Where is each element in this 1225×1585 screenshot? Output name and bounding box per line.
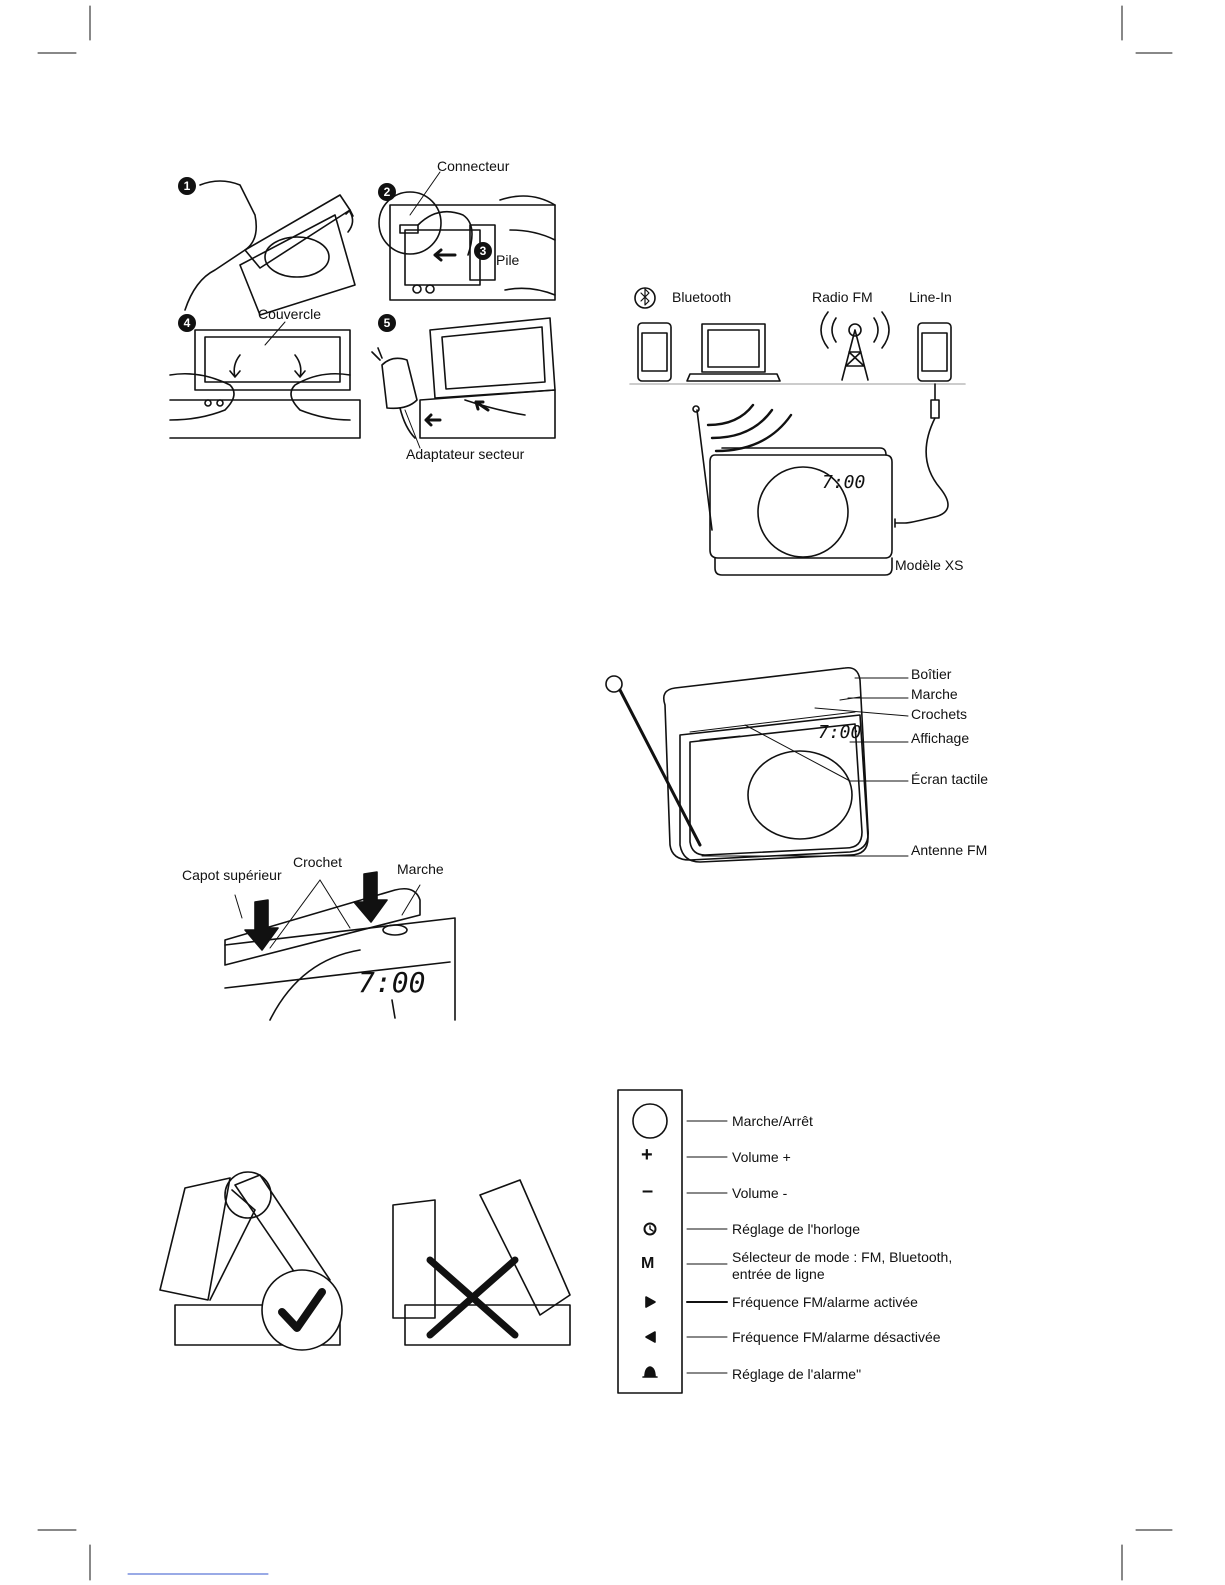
step4-drawing — [169, 329, 361, 439]
label-display: Affichage — [911, 730, 970, 746]
step-number-3: 3 — [474, 242, 492, 260]
label-touchscreen: Écran tactile — [911, 771, 989, 787]
label-line-in: Line-In — [909, 289, 952, 305]
label-top-power: Marche — [397, 861, 444, 877]
control-strip-drawing — [617, 1089, 728, 1394]
control-label-clock: Réglage de l'horloge — [732, 1221, 860, 1237]
topcover-drawing — [224, 871, 456, 1021]
label-adapter: Adaptateur secteur — [406, 446, 525, 462]
play-icon — [645, 1296, 656, 1308]
back-icon — [645, 1331, 656, 1343]
volume-down-symbol: – — [642, 1180, 654, 1202]
label-cover: Couvercle — [258, 306, 322, 322]
control-label-volume-up: Volume + — [732, 1149, 791, 1165]
step-number-2: 2 — [378, 183, 396, 201]
step-number-4: 4 — [178, 314, 196, 332]
label-bluetooth: Bluetooth — [672, 289, 732, 305]
bell-icon — [642, 1366, 658, 1378]
control-label-freq-up: Fréquence FM/alarme activée — [732, 1294, 918, 1310]
label-radio-fm: Radio FM — [812, 289, 873, 305]
volume-up-symbol: + — [641, 1144, 653, 1166]
incorrect-placement-drawing — [392, 1179, 571, 1346]
step-number-5: 5 — [378, 314, 396, 332]
label-case: Boîtier — [911, 666, 952, 682]
control-label-mode: Sélecteur de mode : FM, Bluetooth, entré… — [732, 1249, 953, 1282]
parts-drawing — [605, 666, 909, 863]
sources-clock-display: 7:00 — [822, 472, 866, 493]
label-model: Modèle XS — [895, 557, 964, 573]
control-label-alarm: Réglage de l'alarme" — [732, 1366, 862, 1382]
parts-clock-display: 7:00 — [818, 722, 862, 743]
label-hook: Crochet — [293, 854, 343, 870]
control-label-power: Marche/Arrêt — [732, 1113, 813, 1129]
label-battery: Pile — [496, 252, 520, 268]
control-label-freq-down: Fréquence FM/alarme désactivée — [732, 1329, 941, 1345]
topcover-clock-display: 7:00 — [358, 966, 426, 999]
label-power: Marche — [911, 686, 958, 702]
step-number-1: 1 — [178, 177, 196, 195]
crop-marks — [37, 5, 1173, 1581]
step2-drawing — [378, 191, 556, 301]
label-antenna: Antenne FM — [911, 842, 988, 858]
control-label-volume-down: Volume - — [732, 1185, 788, 1201]
correct-placement-drawing — [159, 1171, 343, 1351]
label-hooks: Crochets — [911, 706, 968, 722]
step1-drawing — [184, 180, 356, 316]
sources-drawing — [629, 287, 966, 576]
clock-icon — [643, 1222, 657, 1236]
label-connector: Connecteur — [437, 158, 510, 174]
label-top-cap: Capot supérieur — [182, 867, 282, 883]
step5-drawing — [371, 317, 556, 449]
mode-symbol: M — [641, 1255, 655, 1272]
